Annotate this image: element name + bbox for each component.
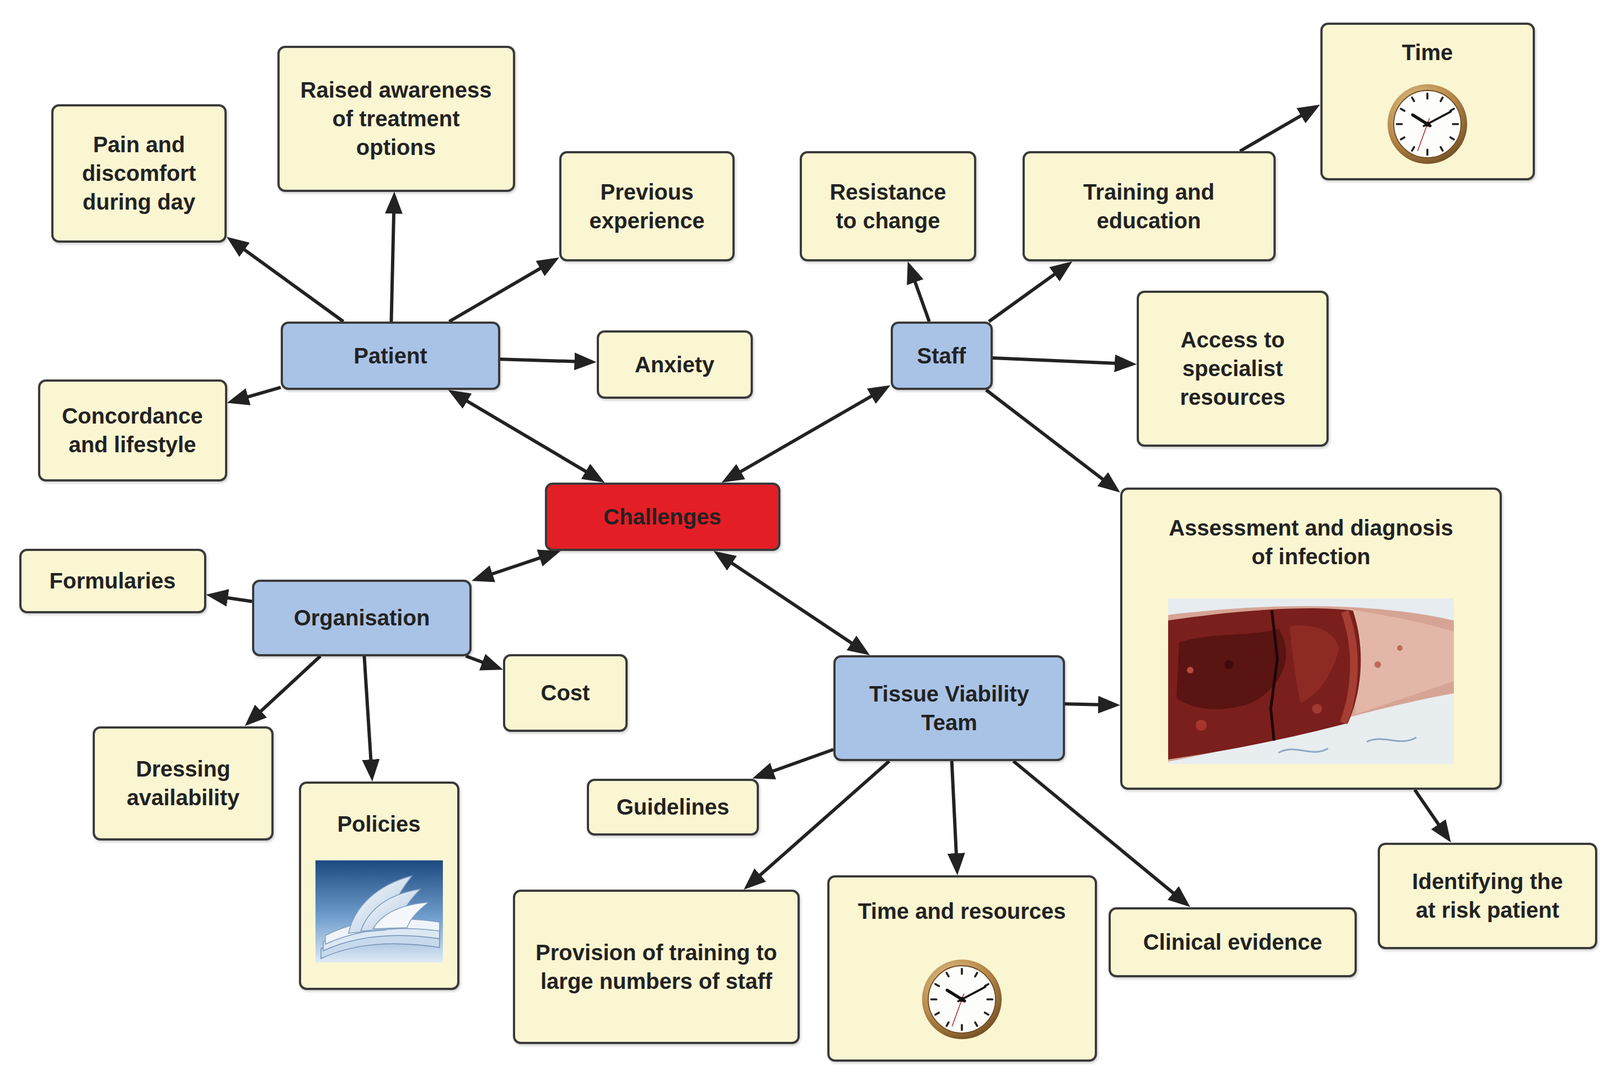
box-label: Tissue Viability Team <box>846 679 1052 737</box>
box-label: Time <box>1401 38 1454 67</box>
arrow-connector <box>500 359 590 362</box>
topic-box: Identifying the at risk patient <box>1377 842 1598 950</box>
picture-part <box>315 860 443 963</box>
topic-box: Assessment and diagnosis of infection <box>1120 487 1502 790</box>
topic-box: Training and education <box>1022 151 1276 262</box>
picture-part <box>1224 660 1234 670</box>
picture-part <box>372 902 429 929</box>
arrow-connector <box>1239 108 1314 152</box>
topic-box: Concordance and lifestyle <box>38 379 228 482</box>
box-label: Pain and discomfort during day <box>64 130 214 217</box>
picture-part <box>1289 625 1340 704</box>
arrow-connector <box>749 761 890 885</box>
box-label: Cost <box>541 678 591 708</box>
picture-part <box>922 959 1002 1040</box>
arrow-connector <box>910 268 930 322</box>
box-label: Staff <box>917 341 967 371</box>
box-label: Dressing availability <box>105 754 261 812</box>
arrow-connector <box>455 393 599 479</box>
box-label: Previous experience <box>572 177 722 235</box>
picture-part <box>1387 84 1468 164</box>
arrow-connector <box>1414 789 1447 837</box>
arrow-connector <box>728 388 885 479</box>
arrow-connector <box>250 656 321 721</box>
arrow-connector <box>720 555 864 651</box>
arrow-connector <box>391 199 394 322</box>
arrow-connector <box>448 261 553 322</box>
picture-part <box>1168 608 1361 760</box>
clock-icon <box>921 958 1003 1041</box>
category-box: Organisation <box>252 579 472 657</box>
arrow-connector <box>213 595 253 602</box>
category-box: Tissue Viability Team <box>833 655 1066 762</box>
clock-icon <box>1386 83 1469 165</box>
box-label: Access to specialist resources <box>1149 325 1316 412</box>
box-label: Training and education <box>1035 177 1263 235</box>
box-label: Concordance and lifestyle <box>51 401 214 459</box>
box-label: Organisation <box>293 603 431 633</box>
box-label: Clinical evidence <box>1143 927 1323 957</box>
arrow-connector <box>951 761 957 868</box>
picture-part <box>1195 719 1207 731</box>
box-label: Provision of training to large numbers o… <box>526 938 787 996</box>
picture-part <box>1168 606 1454 762</box>
topic-box: Cost <box>502 654 628 732</box>
picture-part <box>1168 598 1454 764</box>
picture-part <box>1312 703 1323 714</box>
box-label: Patient <box>353 341 427 371</box>
picture-part <box>1343 611 1355 724</box>
central-topic-box: Challenges <box>544 482 781 551</box>
box-label: Identifying the at risk patient <box>1404 867 1571 925</box>
box-label: Resistance to change <box>824 177 952 235</box>
box-label: Assessment and diagnosis of infection <box>1162 513 1460 571</box>
topic-box: Clinical evidence <box>1108 907 1357 978</box>
topic-box: Dressing availability <box>92 726 274 841</box>
picture-part <box>1176 628 1287 710</box>
picture-part <box>1186 666 1194 674</box>
arrow-connector <box>986 389 1115 489</box>
arrow-connector <box>466 656 496 668</box>
box-label: Raised awareness of treatment options <box>290 75 502 162</box>
arrow-connector <box>1065 703 1113 705</box>
topic-box: Provision of training to large numbers o… <box>512 889 800 1045</box>
box-label: Policies <box>336 809 421 839</box>
arrow-connector <box>232 241 344 322</box>
topic-box: Pain and discomfort during day <box>51 104 227 243</box>
category-box: Patient <box>280 321 501 390</box>
topic-box: Resistance to change <box>799 151 977 262</box>
topic-box: Time and resources <box>827 875 1098 1062</box>
book-picture <box>315 860 443 963</box>
box-label: Anxiety <box>634 350 715 379</box>
arrow-connector <box>478 553 554 579</box>
topic-box: Guidelines <box>586 778 759 836</box>
arrow-connector <box>759 749 834 777</box>
arrow-connector <box>992 357 1130 365</box>
box-label: Formularies <box>49 566 176 596</box>
wound-photo <box>1168 598 1454 764</box>
topic-box: Policies <box>298 781 460 991</box>
arrow-connector <box>988 265 1067 322</box>
topic-box: Formularies <box>19 548 207 614</box>
topic-box: Raised awareness of treatment options <box>277 45 516 192</box>
picture-part <box>1374 661 1382 668</box>
arrow-connector <box>234 387 281 401</box>
topic-box: Anxiety <box>596 330 753 399</box>
box-label: Guidelines <box>616 792 730 822</box>
picture-part <box>1270 610 1278 741</box>
box-label: Time and resources <box>857 896 1066 926</box>
picture-part <box>1350 609 1454 715</box>
topic-box: Access to specialist resources <box>1136 290 1329 447</box>
box-label: Challenges <box>603 502 721 532</box>
arrow-connector <box>364 656 372 775</box>
topic-box: Previous experience <box>559 151 735 262</box>
category-box: Staff <box>890 321 993 390</box>
picture-part <box>1397 645 1403 651</box>
topic-box: Time <box>1320 22 1535 181</box>
